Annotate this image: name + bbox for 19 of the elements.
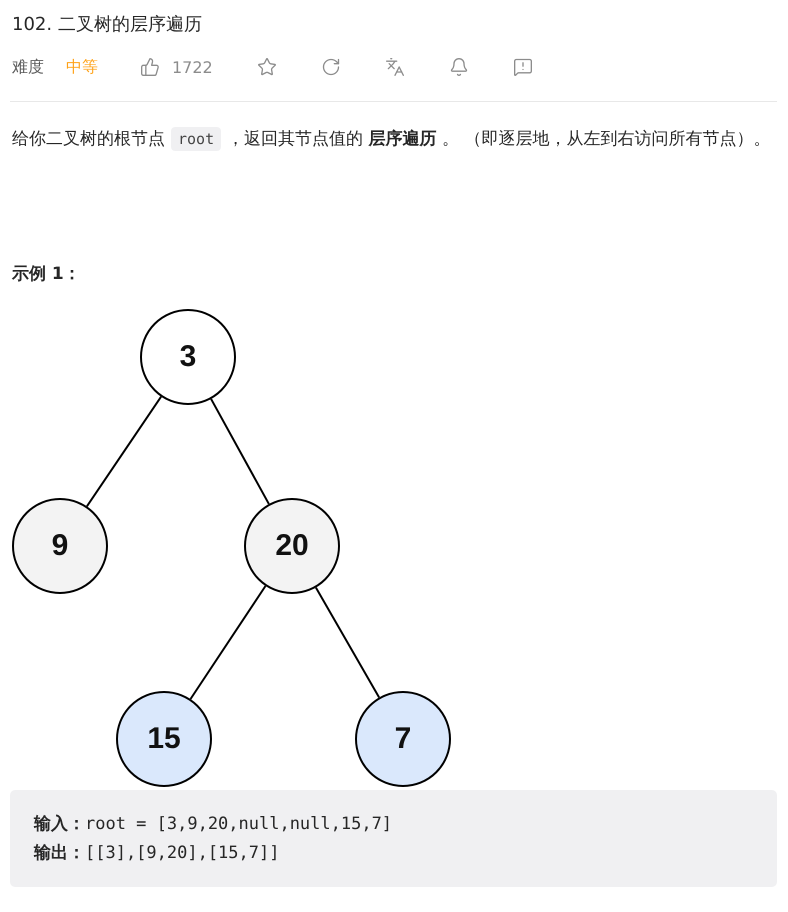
difficulty-level: 中等 — [66, 56, 98, 78]
node-value: 3 — [180, 340, 196, 374]
node-value: 7 — [394, 722, 412, 756]
output-line: 输出：[[3],[9,20],[15,7]] — [34, 842, 280, 865]
tree-edge — [190, 585, 266, 700]
like-count: 1722 — [172, 58, 213, 76]
node-value: 20 — [275, 529, 309, 563]
description-text: 给你二叉树的根节点 — [12, 129, 165, 149]
example-heading: 示例 1： — [12, 263, 81, 285]
difficulty-label: 难度 — [12, 56, 44, 78]
tree-edge — [210, 398, 270, 504]
node-value: 9 — [52, 529, 68, 563]
tree-edge — [86, 396, 162, 507]
tree-edge — [315, 587, 380, 698]
description-text: ，返回其节点值的 层序遍历 。 （即逐层地，从左到右访问所有节点）。 — [227, 129, 770, 149]
inline-code: root — [171, 127, 222, 151]
input-line: 输入：root = [3,9,20,null,null,15,7] — [34, 813, 394, 836]
problem-title: 102. 二叉树的层序遍历 — [12, 13, 202, 36]
node-value: 15 — [147, 722, 181, 756]
